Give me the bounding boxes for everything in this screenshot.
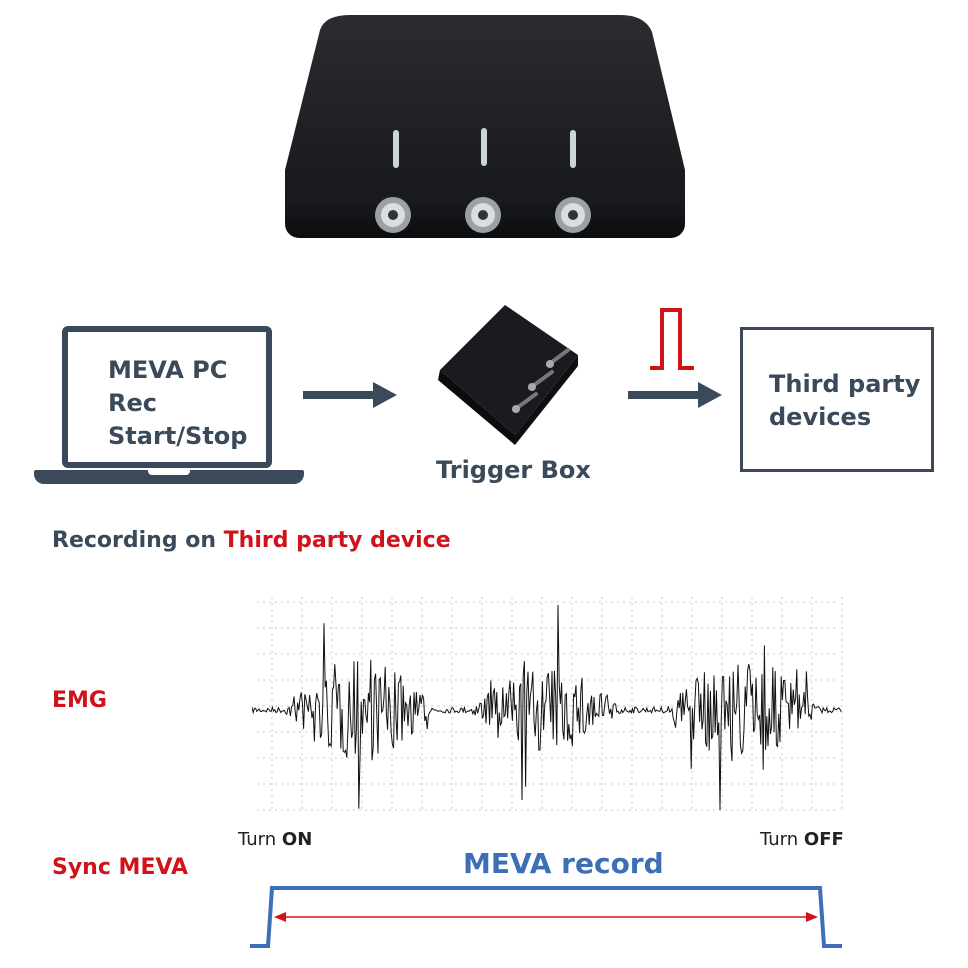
heading-highlight: Third party device — [223, 528, 451, 553]
third-party-text: Third party devices — [769, 368, 920, 434]
record-span-arrow-right — [806, 912, 818, 922]
third-party-line-1: Third party — [769, 370, 921, 398]
laptop-notch — [148, 470, 190, 475]
arrow-right-icon — [303, 382, 397, 408]
trigger-box-small-photo — [438, 305, 578, 445]
arrow-right-icon — [628, 382, 722, 408]
recording-heading: Recording on Third party device — [52, 528, 451, 553]
laptop-line-1: MEVA PC — [108, 356, 228, 384]
laptop-icon: MEVA PC Rec Start/Stop — [62, 326, 272, 468]
turn-on-label: Turn ON — [238, 829, 312, 850]
bnc-connector-2 — [465, 197, 501, 233]
trigger-box-label: Trigger Box — [436, 456, 591, 484]
sync-meva-label: Sync MEVA — [52, 855, 189, 880]
trigger-box-photo — [285, 15, 685, 238]
turn-on-word: Turn — [238, 829, 277, 850]
on-word: ON — [281, 829, 313, 850]
meva-record-label: MEVA record — [463, 847, 664, 880]
emg-label: EMG — [52, 688, 107, 713]
bnc-connector-1 — [375, 197, 411, 233]
turn-off-word: Turn — [760, 829, 799, 850]
turn-off-label: Turn OFF — [760, 829, 844, 850]
laptop-line-3: Start/Stop — [108, 422, 248, 450]
off-word: OFF — [803, 829, 844, 850]
record-span-arrow-left — [274, 912, 286, 922]
sync-pulse — [250, 886, 842, 948]
emg-waveform — [252, 597, 843, 811]
laptop-text: MEVA PC Rec Start/Stop — [108, 354, 247, 453]
heading-prefix: Recording on — [52, 528, 224, 553]
laptop-base — [34, 470, 304, 484]
third-party-box: Third party devices — [740, 327, 934, 472]
bnc-connector-3 — [555, 197, 591, 233]
sync-pulse-line — [250, 886, 842, 948]
pulse-signal-icon — [650, 308, 694, 370]
third-party-line-2: devices — [769, 403, 872, 431]
laptop-line-2: Rec — [108, 389, 157, 417]
emg-signal — [252, 604, 842, 811]
